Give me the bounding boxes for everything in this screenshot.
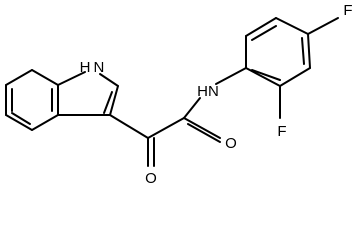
indole-pyrrole-ring xyxy=(57,71,119,116)
fluorine-bonds xyxy=(279,17,339,119)
difluorophenyl-ring xyxy=(245,17,311,87)
amide-nh-label: HN xyxy=(197,83,219,100)
indole-nh-label: H N xyxy=(80,59,105,76)
molecule-structure: H N HN O O F F xyxy=(5,2,353,187)
keto-oxygen-label: O xyxy=(145,170,157,187)
indole-benzene-ring xyxy=(5,69,59,131)
fluorine-ortho-label: F xyxy=(277,123,286,140)
glyoxamide-chain xyxy=(109,67,247,167)
amide-oxygen-label: O xyxy=(225,135,237,152)
fluorine-para-label: F xyxy=(343,2,352,19)
